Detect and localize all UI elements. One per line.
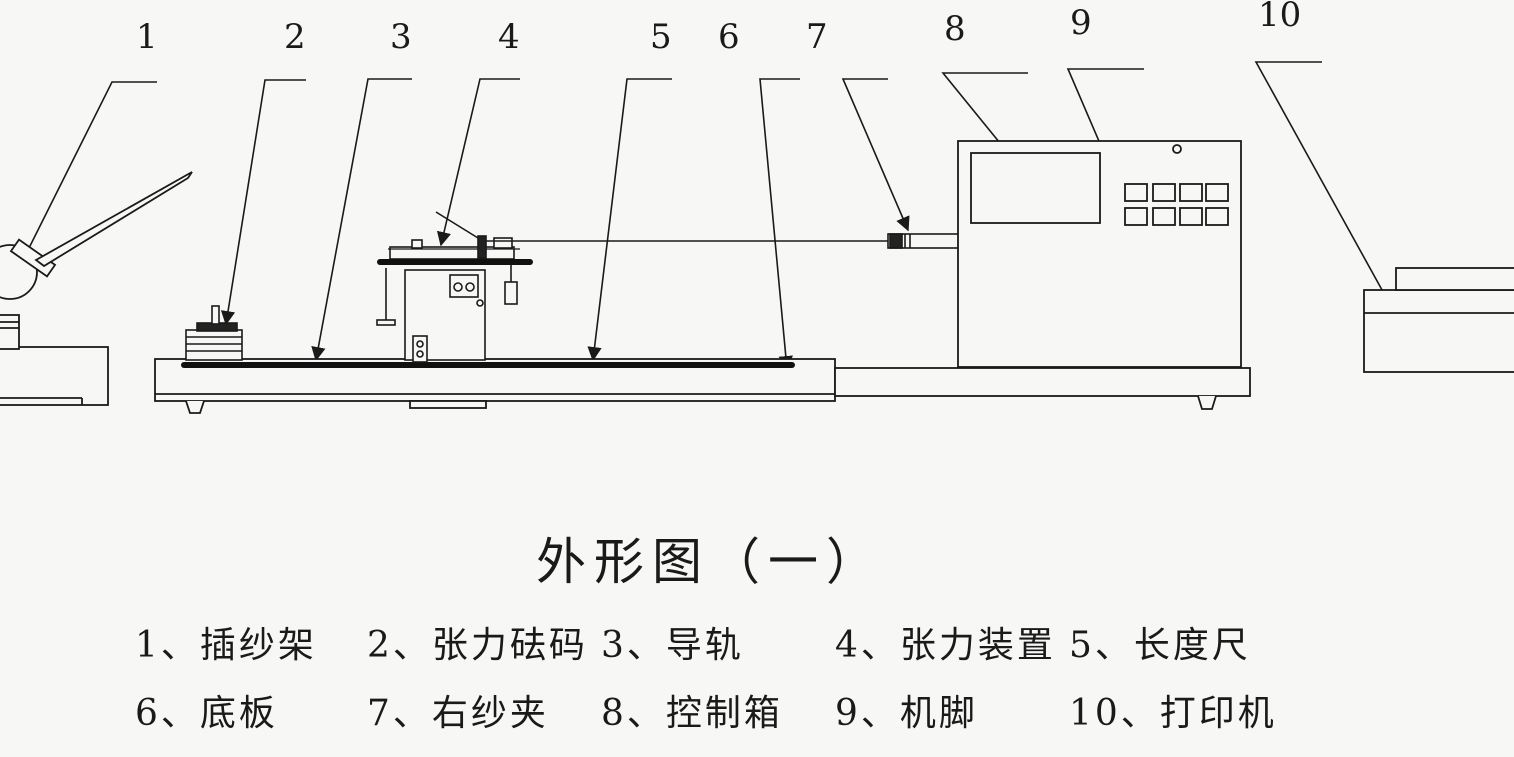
creel: [0, 171, 193, 406]
callout-6: 6: [718, 17, 740, 57]
leader-1: [21, 81, 157, 264]
legend-item: 6、底板: [135, 693, 278, 734]
figure-caption: 外形图（一）: [536, 533, 884, 591]
leader-4: [436, 78, 520, 247]
tension-device: [376, 211, 533, 363]
callout-7: 7: [806, 17, 828, 57]
tension-weights: [185, 305, 243, 361]
legend-item: 9、机脚: [835, 693, 978, 734]
control-box: [957, 140, 1242, 368]
foot-right: [1197, 395, 1217, 410]
legend-item: 7、右纱夹: [367, 693, 549, 734]
creel-base: [0, 346, 109, 406]
legend-item: 8、控制箱: [601, 693, 783, 734]
legend-row: 1、插纱架 2、张力砝码 3、导轨 4、张力装置 5、长度尺: [135, 612, 1435, 680]
leader-5: [587, 78, 672, 362]
callout-2: 2: [284, 17, 306, 57]
leader-7: [841, 78, 910, 232]
callout-1: 1: [136, 17, 158, 57]
parts-legend: 1、插纱架 2、张力砝码 3、导轨 4、张力装置 5、长度尺 6、底板 7、右纱…: [135, 612, 1435, 748]
legend-row: 6、底板 7、右纱夹 8、控制箱 9、机脚 10、打印机: [135, 680, 1435, 748]
legend-item: 5、长度尺: [1069, 625, 1251, 666]
foot-left: [185, 400, 205, 414]
legend-item: 2、张力砝码: [367, 625, 588, 666]
leader-10: [1254, 61, 1393, 310]
apparatus-drawing: 1 2 3 4 5 6 7 8 9 10: [0, 0, 1514, 414]
right-yarn-clamp: [887, 233, 961, 249]
legend-item: 3、导轨: [601, 625, 744, 666]
leader-2: [220, 79, 306, 326]
callout-9: 9: [1070, 3, 1092, 43]
leader-3: [311, 78, 412, 362]
callout-3: 3: [390, 17, 412, 57]
legend-item: 1、插纱架: [135, 625, 317, 666]
callout-8: 8: [944, 9, 966, 49]
leader-6: [759, 78, 800, 371]
creel-spindle: [34, 171, 193, 268]
legend-item: 4、张力装置: [835, 625, 1056, 666]
display-screen: [970, 152, 1101, 224]
callout-4: 4: [498, 17, 520, 57]
callout-10: 10: [1258, 0, 1301, 35]
legend-item: 10、打印机: [1069, 693, 1277, 734]
printer: [1363, 267, 1514, 373]
callout-5: 5: [650, 17, 672, 57]
callout-numbers: 1 2 3 4 5 6 7 8 9 10: [136, 0, 1301, 57]
